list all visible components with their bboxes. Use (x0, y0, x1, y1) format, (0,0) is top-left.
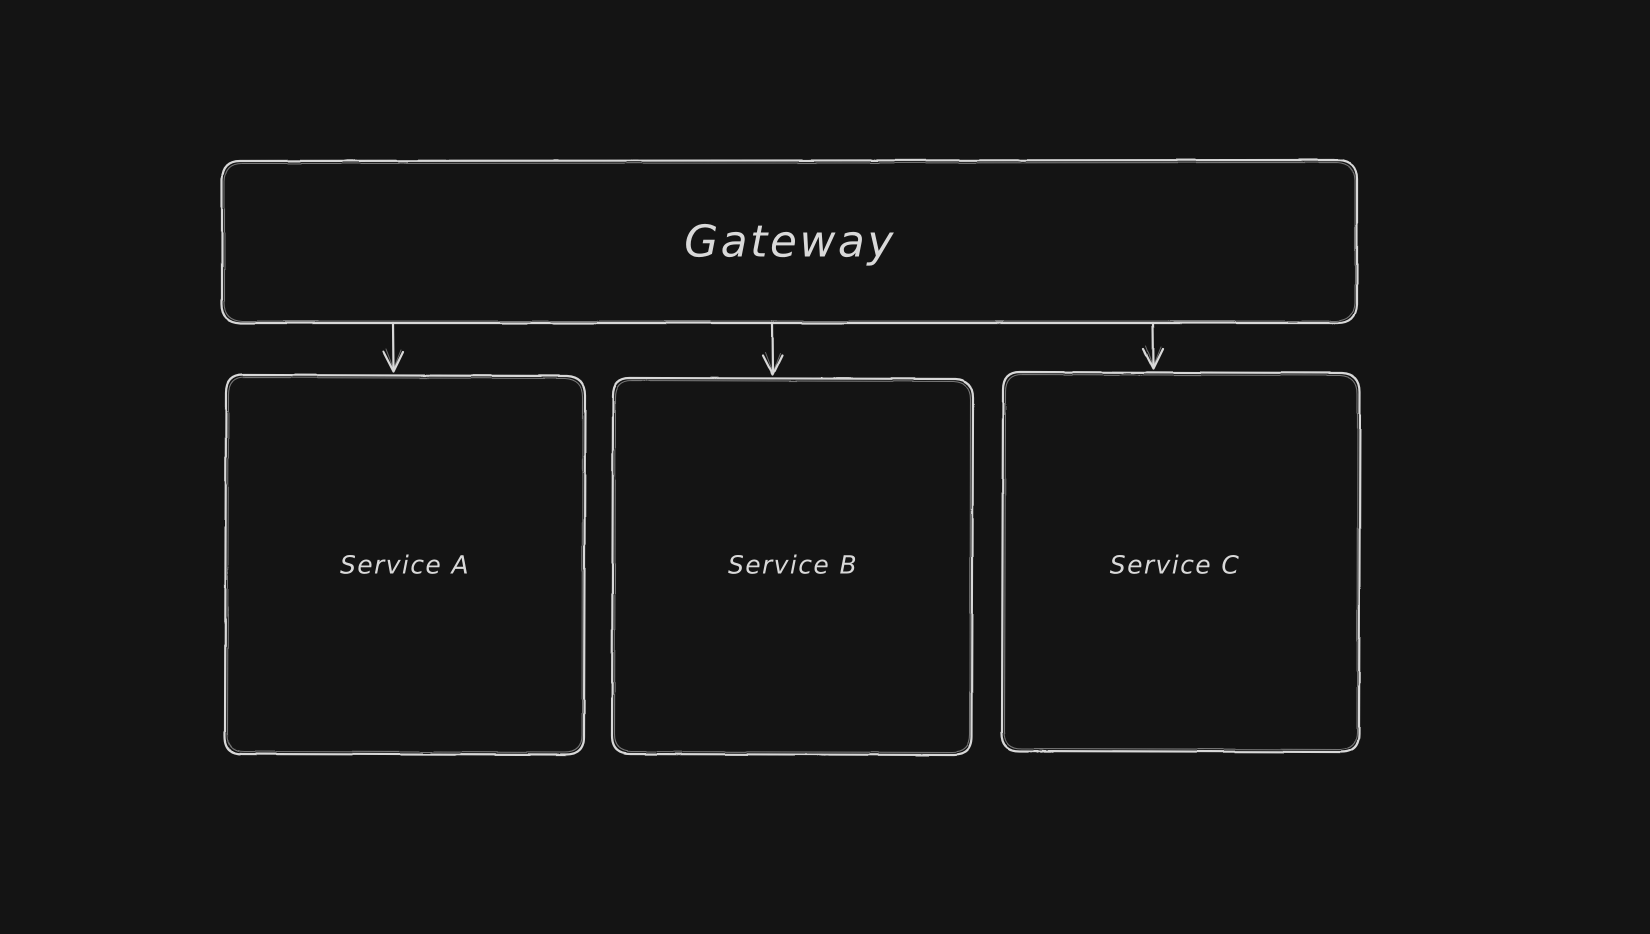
edge-gateway-service-b (761, 321, 784, 376)
gateway-node-label: Gateway (684, 216, 896, 268)
service-c-node-outline (1000, 370, 1362, 754)
service-a-node-label: Service A (339, 550, 471, 580)
service-a-node-outline (223, 373, 587, 757)
service-b-node-outline (610, 376, 975, 757)
edge-gateway-service-c (1142, 321, 1165, 370)
service-c-node-label: Service C (1109, 550, 1241, 580)
edge-gateway-service-a (382, 321, 405, 373)
gateway-node-outline (220, 158, 1359, 325)
service-b-node-label: Service B (727, 550, 859, 580)
